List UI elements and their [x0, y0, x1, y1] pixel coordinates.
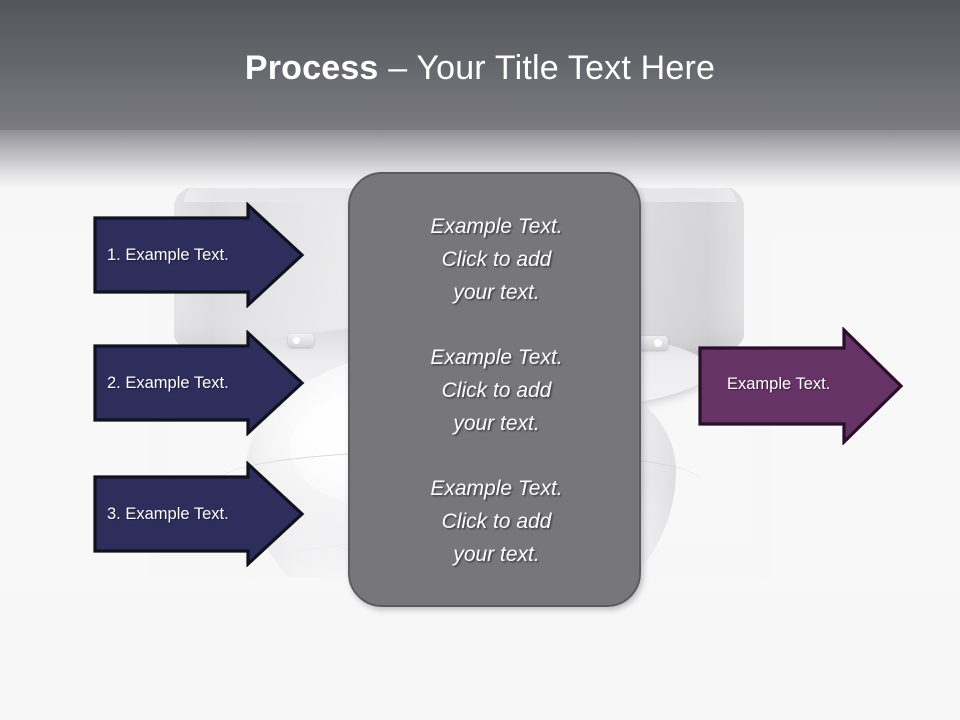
process-panel-block-1: Example Text. Click to add your text. — [430, 215, 563, 304]
input-arrow-2-shape — [93, 330, 305, 436]
input-arrow-3[interactable]: 3. Example Text. — [93, 461, 305, 567]
input-arrow-1[interactable]: 1. Example Text. — [93, 202, 305, 308]
page-title: Process – Your Title Text Here — [0, 46, 960, 90]
input-arrow-1-label: 1. Example Text. — [107, 246, 229, 264]
page-title-strong: Process — [244, 49, 379, 87]
output-arrow[interactable]: Example Text. — [698, 327, 904, 445]
process-panel-content: Example Text. Click to add your text. Ex… — [350, 210, 643, 571]
output-arrow-shape — [698, 327, 904, 445]
page-title-rest: – Your Title Text Here — [378, 49, 716, 87]
input-arrow-2-label: 2. Example Text. — [107, 374, 229, 392]
process-panel[interactable]: Example Text. Click to add your text. Ex… — [348, 172, 641, 607]
process-panel-block-2: Example Text. Click to add your text. — [430, 346, 563, 435]
input-arrow-2[interactable]: 2. Example Text. — [93, 330, 305, 436]
input-arrow-3-label: 3. Example Text. — [107, 505, 229, 523]
output-arrow-label: Example Text. — [727, 375, 831, 393]
input-arrow-3-shape — [93, 461, 305, 567]
header-band — [0, 0, 960, 130]
process-panel-block-3: Example Text. Click to add your text. — [430, 477, 563, 566]
input-arrow-1-shape — [93, 202, 305, 308]
